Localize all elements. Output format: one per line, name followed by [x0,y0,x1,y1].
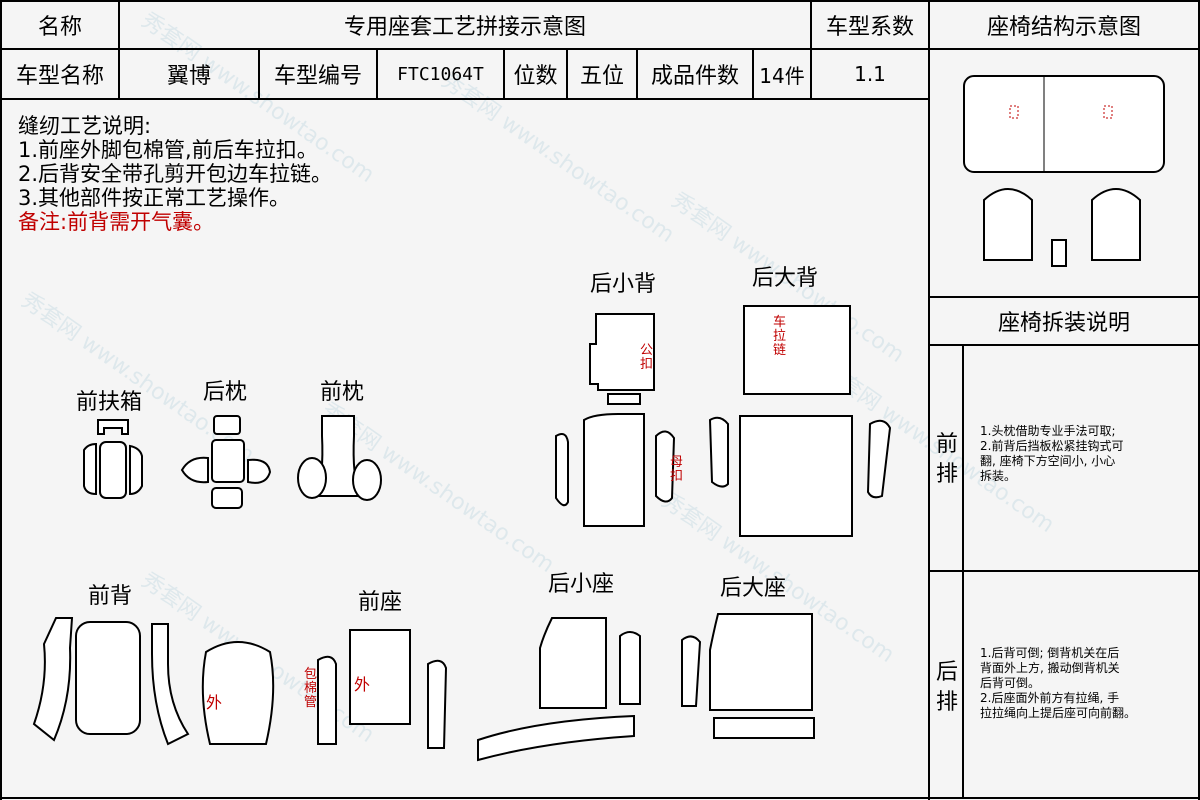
rear-row-label: 后排 [935,660,958,715]
rear-big-seat-top [709,613,813,711]
rear-pillow-left [180,456,209,484]
mark-outer: 外 [206,693,223,712]
rear-row-line: 1.后背可倒; 倒背机关在后 [980,646,1120,660]
coef-value: 1.1 [854,62,886,86]
disassembly-title: 座椅拆装说明 [997,311,1130,336]
sewing-notes: 缝纫工艺说明: 1.前座外脚包棉管,前后车拉扣。 2.后背安全带孔剪开包边车拉链… [18,114,332,234]
notes-title: 缝纫工艺说明: [18,114,152,138]
rear-pillow-right [247,458,272,484]
rear-row-line: 后背可倒。 [980,676,1041,690]
seats-label: 位数 [513,64,558,89]
page-title: 专用座套工艺拼接示意图 [343,15,586,40]
rear-small-back-upper [589,313,655,391]
notes-item: 1.前座外脚包棉管,前后车拉扣。 [18,138,318,162]
label-front-pillow: 前枕 [320,380,365,405]
console-sketch [1051,239,1067,267]
rear-big-back-upper [743,305,851,395]
model-name: 翼博 [166,64,211,89]
rear-big-back-right-side [866,419,892,499]
rear-big-back-left-side [708,416,729,488]
rear-row-line: 背面外上方, 搬动倒背机关 [980,661,1120,675]
notes-remark: 备注:前背需开气囊。 [18,210,215,234]
pieces-value: 14件 [759,63,805,88]
label-rear-small-back: 后小背 [590,272,657,297]
front-left-seat-sketch [983,188,1033,261]
front-row-label: 前排 [935,432,958,487]
front-back-center [75,621,141,735]
label-rear-big-back: 后大背 [752,266,819,291]
rear-small-seat-side [619,631,641,705]
front-row-line: 拆装。 [980,469,1017,483]
label-rear-big-seat: 后大座 [720,576,787,601]
rear-pillow-top [213,415,241,435]
rear-small-seat-top [539,617,607,709]
front-seat-main [349,629,411,725]
label-rear-small-seat: 后小座 [548,572,615,597]
seats-value: 五位 [579,64,624,89]
label-front-seat: 前座 [358,590,403,615]
notes-item: 3.其他部件按正常工艺操作。 [18,186,291,210]
rear-small-seat-front-band [477,714,635,762]
rear-seat-sketch-mark [1103,105,1113,119]
front-row-line: 2.前背后挡板松紧挂钩式可 [980,439,1124,453]
armrest-center-piece [99,441,127,499]
mark-female-clip: 母扣 [670,455,684,484]
model-code-label: 车型编号 [273,64,362,89]
mark-outer: 外 [354,675,371,694]
front-seat-side-right [427,659,448,749]
pieces-label: 成品件数 [650,64,739,89]
front-pillow-left [297,457,327,499]
mark-male-clip: 公扣 [640,343,654,372]
armrest-right-piece [129,444,143,496]
rear-small-back-band [607,393,641,405]
front-back-left-side [32,617,74,742]
front-back-rear-panel [201,641,275,745]
rear-row-line: 2.后座面外前方有拉绳, 手 [980,691,1120,705]
name-label: 名称 [37,15,82,40]
armrest-top-piece [97,419,129,435]
front-back-right-side [151,623,190,746]
rear-pillow-center [211,439,245,483]
front-row-line: 1.头枕借助专业手法可取; [980,424,1116,438]
notes-item: 2.后背安全带孔剪开包边车拉链。 [18,162,333,186]
label-rear-pillow: 后枕 [203,380,248,405]
rear-small-back-right-side [655,430,676,503]
label-front-back: 前背 [88,584,133,609]
armrest-left-piece [83,442,97,496]
rear-seat-sketch [963,75,1165,173]
rear-big-seat-side [681,635,702,707]
rear-row-text: 1.后背可倒; 倒背机关在后 背面外上方, 搬动倒背机关 后背可倒。 2.后座面… [980,646,1136,721]
label-front-armrest: 前扶箱 [76,390,143,415]
structure-title: 座椅结构示意图 [986,15,1141,40]
front-seat-side-left [317,655,337,745]
front-pillow-right [352,459,382,501]
front-row-text: 1.头枕借助专业手法可取; 2.前背后挡板松紧挂钩式可 翻, 座椅下方空间小, … [980,424,1123,484]
mark-cotton-tube: 包棉管 [304,667,318,710]
model-name-label: 车型名称 [15,64,104,89]
rear-big-back-lower [739,415,853,537]
rear-row-line: 拉拉绳向上提后座可向前翻。 [980,706,1137,720]
rear-seat-sketch-mark [1009,105,1019,119]
coef-label: 车型系数 [825,15,914,40]
model-code: FTC1064T [397,63,484,85]
front-right-seat-sketch [1091,188,1141,261]
rear-pillow-bottom [211,487,243,509]
front-row-line: 翻, 座椅下方空间小, 小心 [980,454,1116,468]
mark-zipper: 车拉链 [773,315,787,358]
rear-small-back-left-side [555,433,569,507]
rear-big-seat-front-band [713,717,815,739]
rear-small-back-lower [583,413,645,527]
